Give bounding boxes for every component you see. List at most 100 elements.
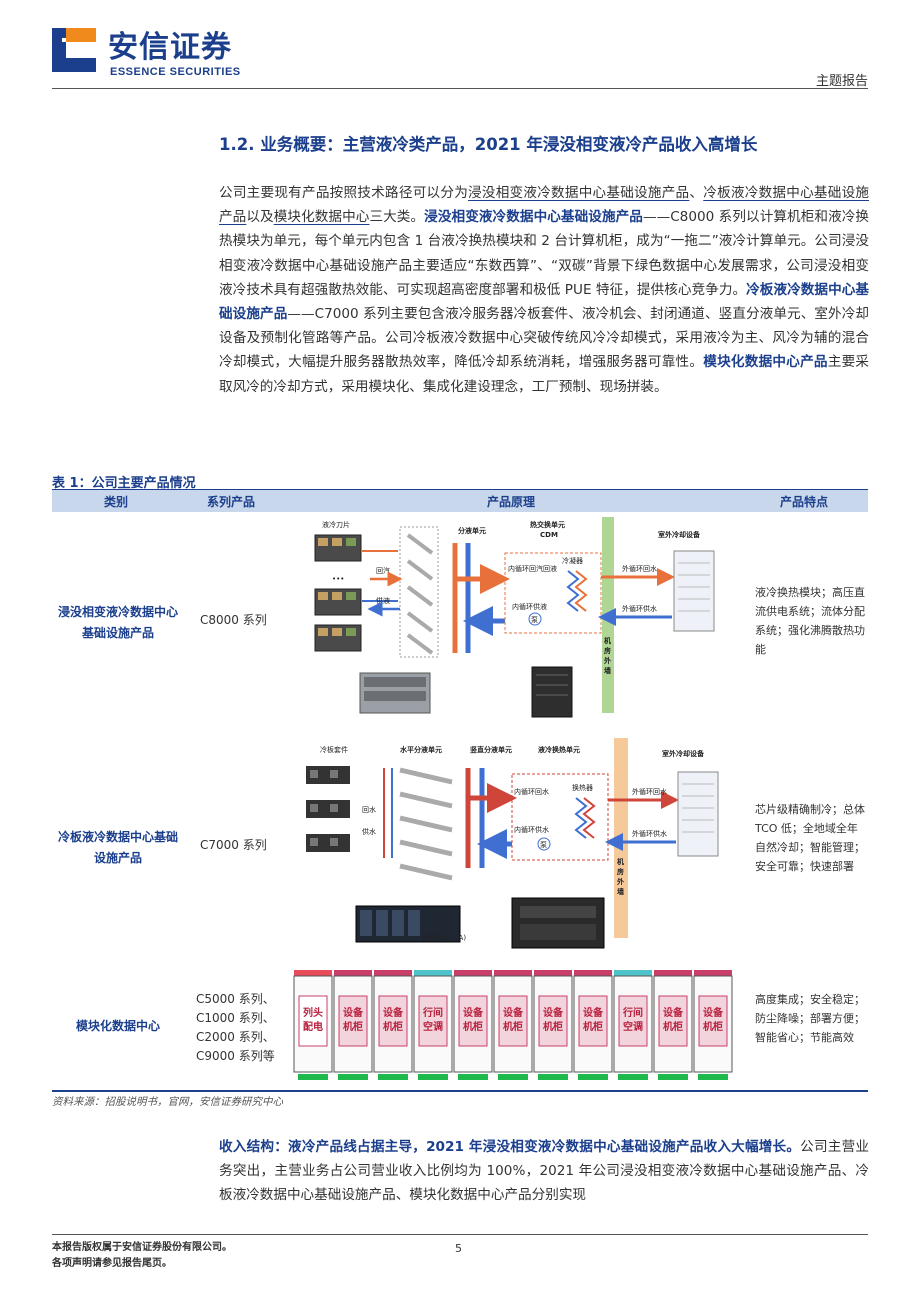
pump-label: 泵 — [531, 616, 538, 624]
unit-label: 配电 — [303, 1020, 323, 1033]
wall-label: 房 — [604, 646, 611, 655]
hx-label: 换热器 — [572, 783, 593, 792]
unit-label: 设备 — [583, 1006, 604, 1019]
unit-label: 设备 — [543, 1006, 564, 1019]
immersion-cooling-diagram: 液冷刀片 ••• 分液单元 回汽 供液 热交换单元 CDM 内循环回汽回液 冷凝… — [314, 517, 715, 718]
wall-label: 外 — [617, 877, 624, 886]
screenshot-hint: 截图(Alt + A) — [422, 933, 466, 942]
wall-label: 墙 — [604, 666, 611, 675]
table-header: 类别 系列产品 产品原理 产品特点 — [52, 489, 868, 512]
h-dist-label: 水平分液单元 — [400, 745, 442, 754]
unit-label: 设备 — [463, 1006, 484, 1019]
unit-label: 设备 — [343, 1006, 364, 1019]
table-row-series-list: C5000 系列、 C1000 系列、 C2000 系列、 C9000 系列等 — [196, 990, 275, 1066]
footer-line: 各项声明请参见报告尾页。 — [52, 1258, 172, 1269]
coil-icon — [574, 797, 588, 839]
coil-icon — [566, 570, 580, 612]
brand-name-cn: 安信证券 — [108, 30, 232, 65]
footer-divider — [52, 1234, 868, 1235]
text-span: ——C7000 系列主要包含液冷服务器冷板套件、液冷机会、封闭通道、竖直分液单元… — [219, 306, 870, 371]
dist-manifold-icon — [399, 767, 453, 881]
table-row-category: 浸没相变液冷数据中心基础设施产品 — [58, 605, 179, 640]
unit-label: 机柜 — [583, 1020, 603, 1033]
table-header-cell: 系列产品 — [207, 495, 256, 509]
unit-label: 设备 — [663, 1006, 684, 1019]
supply-label: 供液 — [376, 596, 390, 605]
cdm-cabinet-icon — [531, 666, 573, 718]
unit-label: 机柜 — [343, 1020, 363, 1033]
return-label: 回汽 — [376, 566, 390, 575]
bold-term: 模块化数据中心产品 — [703, 354, 828, 371]
bold-term: 浸没相变液冷数据中心基础设施产品 — [424, 209, 643, 226]
cooling-tower-icon — [677, 771, 719, 857]
v-dist-label: 竖直分液单元 — [470, 745, 512, 754]
bold-term: 冷板液冷数据中心基础设施产品 — [219, 281, 869, 323]
series-item: C9000 系列等 — [196, 1049, 275, 1063]
outer-loop-label: 外循环回水 — [632, 787, 667, 796]
room-wall — [602, 517, 614, 713]
table-header-cell: 类别 — [104, 495, 129, 509]
cdm-label: 热交换单元 — [530, 520, 565, 529]
underlined-term: 模块化数据中心 — [273, 209, 370, 226]
cold-plate-kit-icon — [306, 766, 350, 852]
table-row-series: C8000 系列 — [200, 613, 267, 627]
footer-disclaimer: 本报告版权属于安信证券股份有限公司。 各项声明请参见报告尾页。 — [52, 1240, 232, 1272]
server-rack-icon — [359, 672, 431, 714]
text-span: 三大类。 — [369, 209, 425, 226]
unit-label: 列头 — [303, 1006, 323, 1019]
supply-label: 供水 — [362, 827, 376, 836]
dist-unit-label: 分液单元 — [458, 526, 486, 535]
unit-label: 行间 — [622, 1006, 643, 1019]
blade-server-icon — [314, 624, 362, 652]
doc-type-label: 主题报告 — [815, 74, 868, 89]
footer-line: 本报告版权属于安信证券股份有限公司。 — [52, 1242, 232, 1253]
wall-label: 墙 — [617, 887, 624, 896]
unit-label: 空调 — [423, 1020, 443, 1033]
cooling-tower-icon — [673, 550, 715, 632]
hx-unit-label: 液冷换热单元 — [538, 745, 580, 754]
outer-loop-label: 外循环供水 — [632, 829, 667, 838]
room-wall — [614, 738, 628, 938]
unit-label: 空调 — [623, 1020, 643, 1033]
text-span: 公司主要现有产品按照技术路径可以分为 — [219, 185, 469, 201]
series-item: C2000 系列、 — [196, 1030, 275, 1044]
unit-label: 机柜 — [503, 1020, 523, 1033]
unit-label: 机柜 — [543, 1020, 563, 1033]
bold-lead: 收入结构：液冷产品线占据主导，2021 年浸没相变液冷数据中心基础设施产品收入大… — [219, 1139, 801, 1155]
unit-label: 机柜 — [463, 1020, 483, 1033]
table-row-series: C7000 系列 — [200, 838, 267, 852]
inner-loop-label: 内循环供水 — [514, 825, 549, 834]
unit-label: 机柜 — [663, 1020, 683, 1033]
inner-loop-label: 内循环回汽回液 — [508, 564, 557, 573]
modular-dc-diagram: 列头配电设备机柜设备机柜行间空调设备机柜设备机柜设备机柜设备机柜行间空调设备机柜… — [293, 970, 733, 1080]
table-header-cell: 产品特点 — [780, 495, 829, 509]
text-span: 、 — [689, 185, 704, 201]
table-row-features: 液冷换热模块；高压直流供电系统；流体分配系统；强化沸腾散热功能 — [755, 586, 865, 656]
unit-label: 机柜 — [383, 1020, 403, 1033]
outer-loop-label: 外循环回水 — [622, 564, 657, 573]
brand-name-en: ESSENCE SECURITIES — [110, 66, 241, 78]
server-chassis-icon — [355, 905, 461, 943]
blade-server-icon — [314, 534, 362, 562]
wall-label: 机 — [617, 857, 624, 866]
return-label: 回水 — [362, 805, 376, 814]
pump-icon — [528, 612, 542, 626]
intro-paragraph: 公司主要现有产品按照技术路径可以分为浸没相变液冷数据中心基础设施产品、冷板液冷数… — [219, 181, 869, 399]
hx-cabinet-icon — [511, 897, 605, 949]
table-caption: 表 1：公司主要产品情况 — [52, 476, 196, 491]
dist-manifold-icon — [399, 526, 439, 658]
condenser-label: 冷凝器 — [562, 556, 583, 565]
table-row-features: 芯片级精确制冷；总体 TCO 低；全地域全年自然冷却；智能管理；安全可靠；快速部… — [755, 803, 865, 873]
table-row-category: 冷板液冷数据中心基础设施产品 — [58, 830, 179, 865]
unit-label: 设备 — [503, 1006, 524, 1019]
ellipsis: ••• — [332, 575, 344, 583]
underlined-term: 浸没相变液冷数据中心基础设施产品 — [468, 185, 690, 201]
outer-loop-label: 外循环供水 — [622, 604, 657, 613]
unit-label: 行间 — [422, 1006, 443, 1019]
